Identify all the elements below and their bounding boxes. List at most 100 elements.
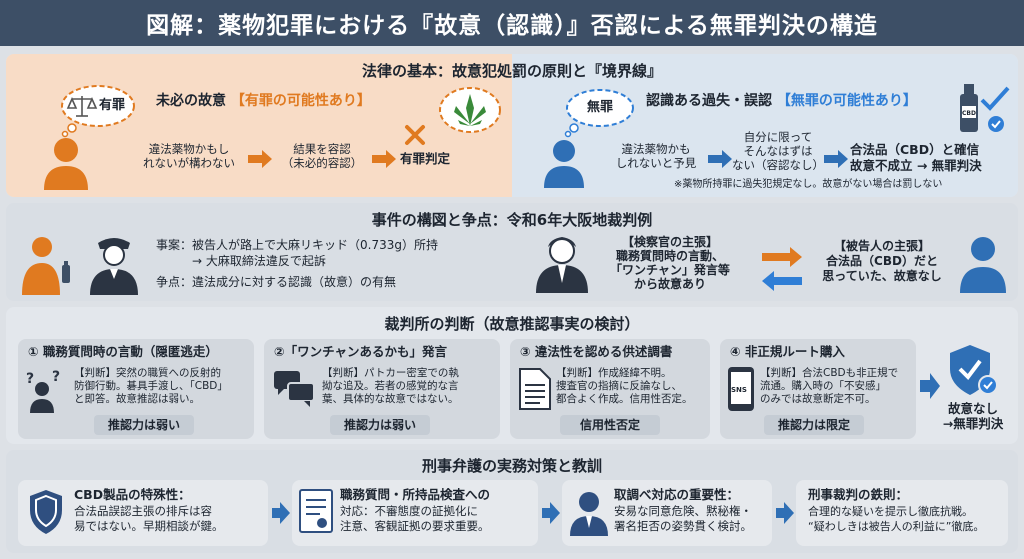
card4-body: 【判断】合法CBDも非正規で 流通。購入時の「不安感」 のみでは故意断定不可。 [760,367,898,406]
lesson-card-3: 取調べ対応の重要性： 安易な同意危険、黙秘権・ 署名拒否の姿勢貫く検討。 [562,480,772,546]
left-heading-tag: 【有罪の可能性あり】 [230,93,371,109]
card4-tag: 推認力は限定 [764,415,864,435]
bubble-label-guilty: 有罪 [99,98,126,113]
svg-text:?: ? [26,371,34,387]
defendant-line3: 思っていた、故意なし [822,269,942,283]
lesson1-head: CBD製品の特殊性： [74,487,191,502]
svg-text:?: ? [52,369,60,385]
person-icon [44,138,88,190]
right-heading: 認識ある過失・誤認 【無罪の可能性あり】 [646,94,917,108]
left-step2: 結果を容認 （未必的容認） [272,142,372,170]
arrow-right-icon [920,373,940,399]
right-result-line2: 故意不成立 → 無罪判決 [850,158,982,173]
document-icon [519,368,551,410]
shield-check-icon [950,345,998,395]
arrow-left-icon [762,271,802,291]
judgment-card-2: ②「ワンチャンあるかも」発言 【判断】パトカー密室での執 拗な追及。若者の感覚的… [264,339,500,439]
defendant-line1: 【被告人の主張】 [833,239,930,253]
bottle-label: CBD [962,110,976,117]
thought-bubble-icon [61,85,135,138]
lesson3-body: 安易な同意危険、黙秘権・ 署名拒否の姿勢貫く検討。 [614,504,752,534]
case-summary: 事案：被告人が路上で大麻リキッド（0.733g）所持 → 大麻取締法違反で起訴 [156,237,438,269]
smartphone-sns-label: SNS [731,386,747,394]
right-step1-line1: 違法薬物かも [621,142,691,156]
police-officer-icon [90,238,138,295]
lesson4-body-line2: “疑わしきは被告人の利益に”徹底。 [808,520,985,533]
lesson2-body: 対応：不審態度の証拠化に 注意、客観証拠の要求重要。 [340,504,490,534]
card3-body-line1: 【判断】作成経緯不明。 [556,367,672,379]
lesson-card-2: 職務質問・所持品検査への 対応：不審態度の証拠化に 注意、客観証拠の要求重要。 [292,480,538,546]
right-result: 合法品（CBD）と確信 故意不成立 → 無罪判決 [850,142,982,174]
section-court-judgment: 裁判所の判断（故意推認事実の検討） ① 職務質問時の言動（隠匿逃走） ? ? 【… [6,307,1018,444]
card4-body-line3: のみでは故意断定不可。 [760,393,876,405]
defendant-claim: 【被告人の主張】 合法品（CBD）だと 思っていた、故意なし [812,239,952,284]
section-defense-practice: 刑事弁護の実務対策と教訓 CBD製品の特殊性： 合法品誤認主張の排斥は容 易では… [6,450,1018,553]
lawyer-icon [570,492,608,536]
card4-body-line1: 【判断】合法CBDも非正規で [760,367,899,379]
card2-body-line1: 【判断】パトカー密室での執 [322,367,459,379]
prosecutor-line1: 【検察官の主張】 [621,235,718,249]
judgment-card-1: ① 職務質問時の言動（隠匿逃走） ? ? 【判断】突然の職質への反射的 防御行動… [18,339,254,439]
card4-body-line2: 流通。購入時の「不安感」 [760,380,886,392]
lesson1-body-line2: 易ではない。早期相談が鍵。 [74,519,224,533]
lesson3-body-line2: 署名拒否の姿勢貫く検討。 [614,519,752,533]
document-check-icon [299,489,333,533]
arrow-right-icon [248,150,272,168]
case-issue: 争点：違法成分に対する認識（故意）の有無 [156,275,397,289]
arrow-right-icon [272,502,290,524]
lesson4-body-line1: 合理的な疑いを提示し徹底抗戦。 [808,505,973,518]
lesson4-head: 刑事裁判の鉄則： [808,487,909,502]
left-step1-line1: 違法薬物かもし [148,142,230,156]
card1-body: 【判断】突然の職質への反射的 防御行動。碁具手渡し、「CBD」 と即答。故意推認… [74,367,228,406]
card1-head: ① 職務質問時の言動（隠匿逃走） [28,344,218,359]
arrow-right-icon [776,502,794,524]
left-step1-line2: れないが構わない [143,156,235,170]
card2-body-line3: 葉、具体的な故意ではない。 [322,393,459,405]
section3-title: 裁判所の判断（故意推認事実の検討） [384,315,640,333]
section4-title: 刑事弁護の実務対策と教訓 [421,457,602,475]
card3-body-line2: 捜査官の指摘に反論なし、 [556,380,682,392]
right-step1: 違法薬物かも しれないと予見 [606,142,706,170]
right-note: ※薬物所持罪に過失犯規定なし。故意がない場合は罰しない [674,179,943,190]
prosecutor-claim: 【検察官の主張】 職務質問時の言動、 「ワンチャン」発言等 から故意あり [600,235,740,291]
question-person-icon: ? ? [26,369,60,413]
cbd-bottle-icon [960,84,1010,132]
card3-body-line3: 都合よく作成。信用性否定。 [556,393,693,405]
person-icon [960,237,1006,293]
left-heading-text: 未必の故意 [156,93,226,109]
right-step2-line3: ない（容認なし） [732,158,824,172]
left-step1: 違法薬物かもし れないが構わない [134,142,244,170]
smartphone-icon [728,367,754,411]
lesson1-body: 合法品誤認主張の排斥は容 易ではない。早期相談が鍵。 [74,504,224,534]
left-result: 有罪判定 [400,151,451,166]
case-line1: 事案：被告人が路上で大麻リキッド（0.733g）所持 [156,238,438,252]
right-heading-tag: 【無罪の可能性あり】 [776,93,917,109]
right-step2-line2: そんなはずは [743,144,813,158]
card1-body-line3: と即答。故意推認は弱い。 [74,393,200,405]
left-step2-line2: （未必的容認） [281,156,363,170]
left-step2-line1: 結果を容認 [293,142,351,156]
cross-mark-icon [405,125,425,145]
prosecutor-line3: 「ワンチャン」発言等 [610,263,730,277]
lesson3-head: 取調べ対応の重要性： [614,487,740,502]
lesson3-body-line1: 安易な同意危険、黙秘権・ [614,504,752,518]
card4-head: ④ 非正規ルート購入 [730,344,845,359]
lesson1-body-line1: 合法品誤認主張の排斥は容 [74,504,212,518]
arrow-right-icon [824,150,848,168]
person-holding-bottle-icon [22,237,70,295]
right-step1-line2: しれないと予見 [615,156,697,170]
right-step2: 自分に限って そんなはずは ない（容認なし） [732,130,824,172]
card1-tag: 推認力は弱い [94,415,194,435]
card2-body-line2: 拗な追及。若者の感覚的な言 [322,380,459,392]
card1-body-line2: 防御行動。碁具手渡し、「CBD」 [74,380,228,392]
lesson2-body-line2: 注意、客観証拠の要求重要。 [340,519,490,533]
section-case-structure: 事件の構図と争点：令和6年大阪地裁判例 事案：被告人が路上で大麻リキッド（0.7… [6,203,1018,301]
judgment-card-3: ③ 違法性を認める供述調書 【判断】作成経緯不明。 捜査官の指摘に反論なし、 都… [510,339,710,439]
prosecutor-line2: 職務質問時の言動、 [615,249,724,263]
judgment-conclusion: 故意なし →無罪判決 [932,401,1014,431]
section-legal-basics: 法律の基本：故意犯処罰の原則と『境界線』 有罪 未必の故意 【有罪の可能性あり】… [6,54,1018,197]
right-heading-text: 認識ある過失・誤認 [646,93,772,109]
cannabis-leaf-icon [439,87,501,133]
page-title: 図解：薬物犯罪における『故意（認識）』否認による無罪判決の構造 [0,0,1024,46]
prosecutor-line4: から故意あり [633,277,706,291]
